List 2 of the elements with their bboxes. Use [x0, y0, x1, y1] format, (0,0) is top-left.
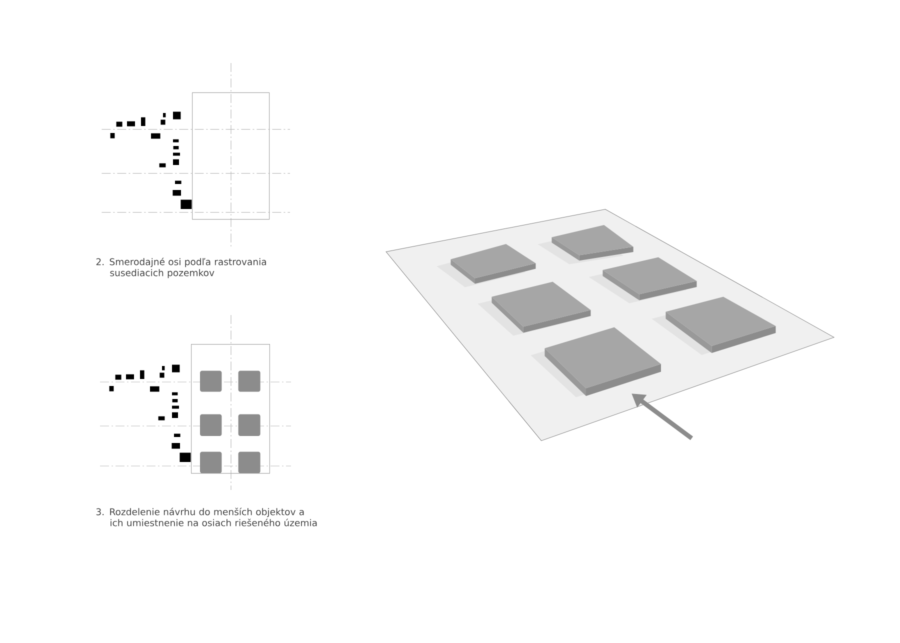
caption: 3. Rozdelenie návrhu do menších objektov a ich umiestnenie na osiach riešeného územia — [96, 508, 317, 526]
caption: 2. Smerodajné osi podľa rastrovania susediacich pozemkov — [96, 258, 266, 278]
